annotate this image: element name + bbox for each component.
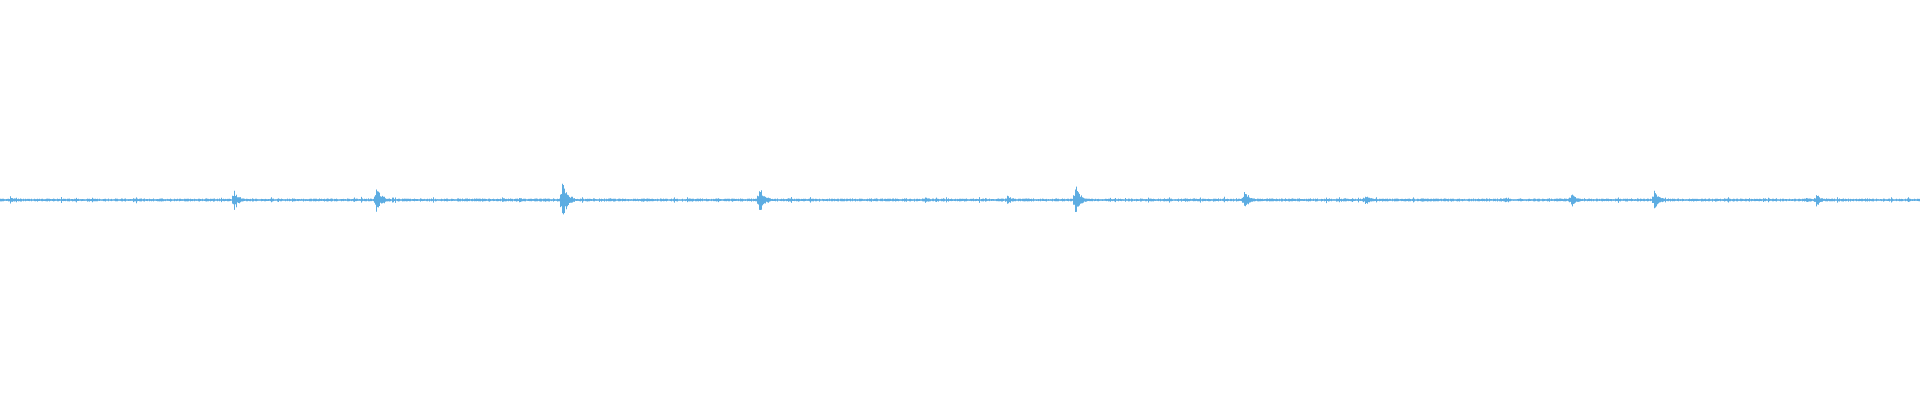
waveform-trace	[0, 183, 1920, 215]
